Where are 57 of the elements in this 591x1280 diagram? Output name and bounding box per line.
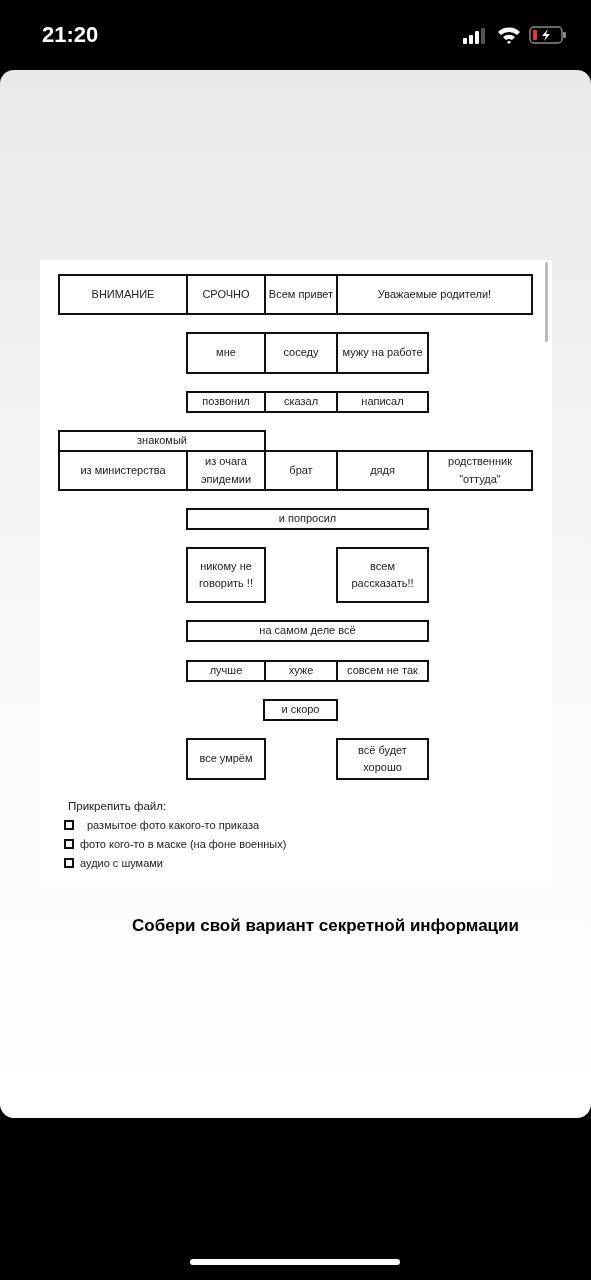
cell-text: всем рассказать!! (350, 558, 415, 591)
table-cell (186, 660, 266, 682)
table-cell (186, 391, 266, 413)
table-cell (186, 332, 266, 374)
cell-text: и скоро (280, 702, 321, 718)
table-cell (336, 332, 429, 374)
status-time: 21:20 (42, 22, 99, 48)
table-cell (58, 274, 188, 315)
table-cell (264, 660, 338, 682)
table-cell (264, 450, 338, 491)
table-cell (336, 450, 429, 491)
cell-text: хуже (287, 663, 315, 679)
table-cell (336, 391, 429, 413)
table-cell (186, 738, 266, 780)
table-cell (264, 332, 338, 374)
cell-text: мужу на работе (341, 345, 424, 361)
cell-text: брат (288, 462, 314, 478)
cell-text: Всем привет (267, 286, 335, 302)
cell-text: соседу (282, 345, 320, 361)
table-cell (186, 508, 429, 530)
cell-text: и попросил (277, 511, 338, 527)
cell-text: родственник "оттуда" (447, 454, 513, 487)
table-cell (263, 699, 338, 721)
table-cell (264, 391, 338, 413)
table-cell (186, 620, 429, 642)
cell-text: все умрём (198, 751, 254, 767)
cell-text: мне (215, 345, 237, 361)
caption: Собери свой вариант секретной информации (131, 916, 520, 936)
checkbox-label: фото кого-то в маске (на фоне военных) (80, 838, 287, 850)
cell-text: совсем не так (346, 663, 419, 679)
cell-text: ВНИМАНИЕ (90, 286, 156, 302)
table-cell (186, 547, 266, 603)
cell-text: из очага эпидемии (199, 454, 253, 487)
table-cell (186, 274, 266, 315)
table-cell (336, 547, 429, 603)
table-cell (336, 738, 429, 780)
cell-text: сказал (282, 394, 320, 410)
table-cell (336, 274, 533, 315)
cell-text: СРОЧНО (201, 286, 251, 302)
cell-text: на самом деле всё (258, 623, 357, 639)
attach-heading: Прикрепить файл: (68, 800, 167, 812)
cell-text: знакомый (136, 433, 188, 449)
table-cell (58, 450, 188, 491)
table-cell (58, 430, 266, 452)
cell-text: Уважаемые родители! (376, 286, 493, 302)
checkbox-label: размытое фото какого-то приказа (87, 819, 260, 831)
cell-text: лучше (208, 663, 244, 679)
cell-text: написал (360, 394, 405, 410)
cell-text: никому не говорить !! (198, 558, 254, 591)
table-cell (336, 660, 429, 682)
cell-text: дядя (369, 462, 396, 478)
cell-text: из министерства (79, 462, 167, 478)
cell-text: позвонил (201, 394, 251, 410)
cell-text: всё будет хорошо (357, 742, 408, 775)
checkbox-label: аудио с шумами (80, 857, 163, 869)
table-cell (427, 450, 533, 491)
table-cell (264, 274, 338, 315)
